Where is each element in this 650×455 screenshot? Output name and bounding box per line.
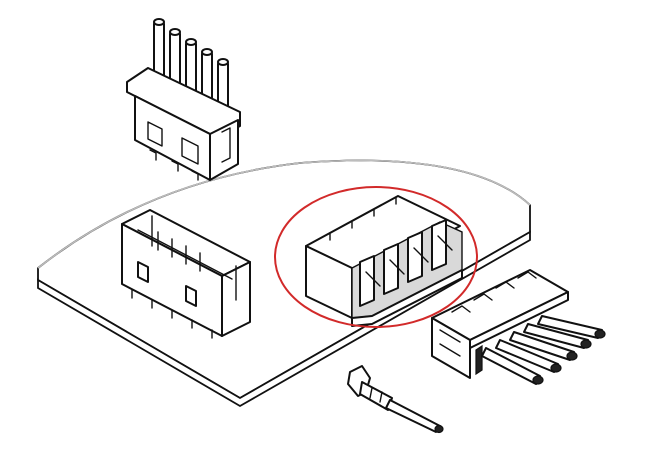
highlight-circle-icon: [274, 186, 478, 328]
wired-plug: [431, 269, 606, 385]
crimp-terminal: [347, 365, 444, 434]
highlighted-receptacle: [305, 195, 463, 327]
wired-plug-wires: [481, 315, 606, 385]
plug-housing-with-wires: [126, 18, 241, 181]
pcb-board-edge: [37, 230, 531, 408]
pcb-board-far-edge: [37, 159, 531, 269]
pin-header: [121, 209, 251, 339]
